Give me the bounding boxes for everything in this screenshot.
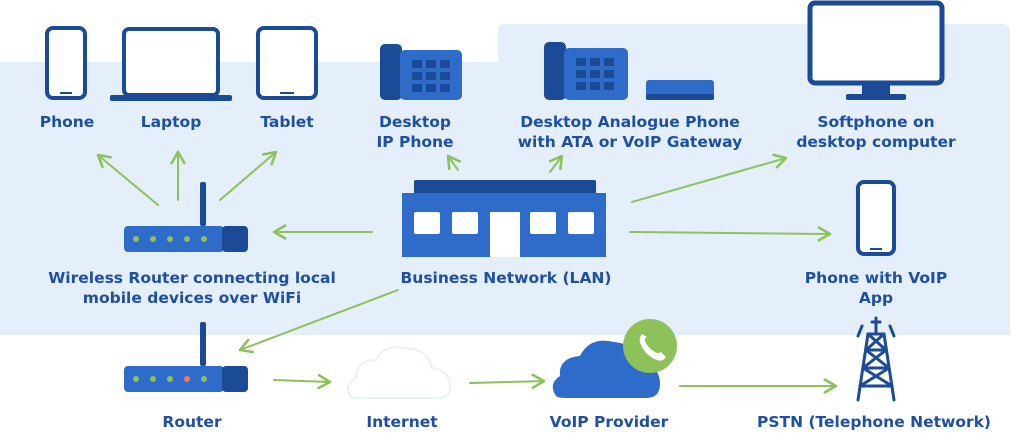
monitor-icon	[807, 0, 945, 100]
arrow-wifi-to-phone	[96, 153, 159, 206]
label-phone: Phone	[39, 113, 95, 131]
arrow-router-to-internet	[273, 373, 332, 390]
arrow-lan-to-router	[238, 289, 399, 354]
router-icon	[124, 322, 248, 392]
label-voip-phone-app: Phone with VoIP App	[790, 268, 962, 308]
arrow-lan-to-softphone	[631, 153, 788, 203]
label-internet: Internet	[366, 413, 438, 431]
lan-background	[0, 24, 1010, 335]
label-softphone-line1: Softphone on	[817, 113, 935, 131]
ata-gateway-icon	[646, 80, 714, 100]
label-desktop-ip-phone: Desktop IP Phone	[360, 112, 470, 152]
label-business-network: Business Network (LAN)	[400, 269, 612, 287]
label-laptop: Laptop	[140, 113, 202, 131]
label-voip-provider: VoIP Provider	[549, 413, 669, 431]
arrow-lan-to-voipapp	[629, 226, 832, 242]
label-pstn: PSTN (Telephone Network)	[756, 413, 992, 431]
wireless-router-icon	[124, 182, 248, 252]
arrow-internet-to-voip	[469, 373, 546, 389]
internet-cloud-icon	[347, 346, 452, 399]
label-desktop-analogue-phone-line2: with ATA or VoIP Gateway	[517, 133, 743, 151]
analogue-phone-icon	[544, 42, 628, 100]
desk-phone-icon	[380, 44, 462, 100]
label-router: Router	[162, 413, 222, 431]
arrow-lan-to-ipphone	[446, 154, 461, 171]
label-desktop-analogue-phone: Desktop Analogue Phone with ATA or VoIP …	[500, 112, 760, 152]
label-desktop-ip-phone-line1: Desktop	[378, 113, 452, 131]
arrow-lan-to-analogue	[548, 154, 564, 173]
phone-call-badge-icon	[623, 319, 677, 373]
label-desktop-ip-phone-line2: IP Phone	[376, 133, 454, 151]
label-softphone: Softphone on desktop computer	[780, 112, 972, 152]
business-building-icon	[402, 180, 606, 257]
laptop-icon	[110, 27, 232, 101]
label-wireless-router-line1: Wireless Router connecting local	[48, 269, 336, 287]
label-tablet: Tablet	[260, 113, 314, 131]
connection-arrows	[96, 150, 838, 394]
arrow-wifi-to-tablet	[219, 150, 278, 201]
label-desktop-analogue-phone-line1: Desktop Analogue Phone	[520, 113, 740, 131]
label-wireless-router: Wireless Router connecting local mobile …	[30, 268, 354, 308]
label-voip-phone-app-line1: Phone with VoIP	[804, 269, 948, 287]
label-voip-phone-app-line2: App	[858, 289, 894, 307]
voip-phone-icon	[856, 180, 896, 256]
tablet-icon	[256, 26, 318, 100]
label-softphone-line2: desktop computer	[796, 133, 956, 151]
phone-icon	[45, 26, 87, 100]
telephone-tower-icon	[856, 316, 896, 402]
label-wireless-router-line2: mobile devices over WiFi	[82, 289, 302, 307]
